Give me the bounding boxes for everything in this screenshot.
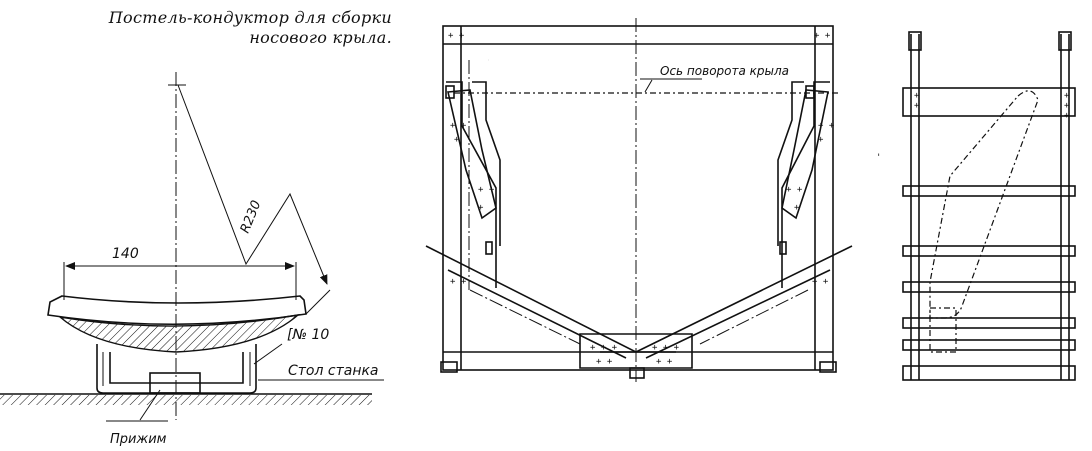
- svg-text:+: +: [914, 101, 920, 111]
- cross-bar-bottom: [902, 365, 1076, 381]
- v-left-dash: [469, 289, 581, 345]
- cross-bar-4: [902, 281, 1076, 293]
- svg-text:+ +: + +: [448, 31, 465, 41]
- v-right-dash: [699, 289, 809, 345]
- foot-block-right: [819, 361, 837, 373]
- svg-text:+: +: [478, 203, 484, 213]
- svg-text:+ +: + +: [812, 277, 829, 287]
- svg-text:+ +: + +: [818, 121, 835, 131]
- radius-leader: [177, 84, 328, 285]
- ground-hatch: [0, 395, 372, 405]
- clamp-leader: [139, 389, 161, 421]
- svg-text:+ +: + +: [814, 31, 831, 41]
- wing-plate-outline: [929, 90, 1039, 319]
- svg-text:+ + +: + + +: [652, 343, 680, 353]
- axis-label: Ось поворота крыла: [660, 64, 789, 78]
- clamp-label: Прижим: [110, 432, 167, 447]
- cross-bar-top: [902, 87, 1076, 117]
- svg-text:+: +: [1064, 91, 1070, 101]
- svg-text:+ + +: + + +: [590, 343, 618, 353]
- post-foot-left: [485, 241, 493, 255]
- title-line-2: носового крыла.: [249, 28, 392, 47]
- bed-top-plate: [47, 295, 307, 326]
- frame-outer: [442, 25, 834, 371]
- svg-text:+ +: + +: [450, 121, 467, 131]
- svg-text:+ +: + +: [596, 357, 613, 367]
- post-cap-left: [445, 85, 455, 99]
- left-wing-plate: [447, 89, 497, 220]
- v-left-outer: [425, 245, 637, 353]
- svg-text:+ +: + +: [786, 185, 803, 195]
- post-foot-right: [779, 241, 787, 255]
- svg-text:+ +: + +: [656, 357, 673, 367]
- cross-bar-5: [902, 317, 1076, 329]
- left-rail-cap: [908, 31, 922, 51]
- svg-text:+: +: [454, 135, 460, 145]
- bed-hatched-block: [57, 313, 301, 353]
- foot-block-left: [440, 361, 458, 373]
- cross-section-view: R230 140 Прижим [№ 10 Стол станка: [0, 72, 384, 447]
- channel-label: [№ 10: [287, 327, 329, 343]
- radius-label: R230: [238, 198, 265, 235]
- figure-title: Постель-кондуктор для сборки носового кр…: [92, 8, 392, 48]
- svg-text:+ +: + +: [478, 185, 495, 195]
- right-post-inner: [777, 81, 804, 246]
- table-label: Стол станка: [288, 363, 379, 379]
- center-gusset: [579, 333, 693, 369]
- width-label: 140: [112, 246, 139, 262]
- channel-leader: [253, 343, 283, 365]
- left-post-inner: [472, 81, 501, 246]
- axis-leader: [644, 79, 653, 93]
- front-view: Ось поворота крыла + +: [425, 18, 853, 382]
- svg-text:+: +: [1064, 111, 1070, 121]
- svg-text:+: +: [818, 135, 824, 145]
- cross-bar-2: [902, 185, 1076, 197]
- bed-curve-extension: [305, 289, 331, 315]
- side-rivet-marks: + + + + +: [914, 91, 1070, 121]
- cross-bar-6: [902, 339, 1076, 351]
- svg-text:+: +: [794, 203, 800, 213]
- clamp-block: [149, 372, 201, 394]
- side-view: + + + + + ': [876, 31, 1076, 381]
- svg-text:+: +: [914, 91, 920, 101]
- right-rail-cap: [1058, 31, 1072, 51]
- svg-text:+ +: + +: [450, 277, 467, 287]
- foot-block-center: [629, 367, 645, 379]
- title-line-1: Постель-кондуктор для сборки: [108, 8, 392, 27]
- cross-bar-3: [902, 245, 1076, 257]
- channel-inner: [109, 352, 244, 384]
- wing-foot-outline: [929, 307, 957, 353]
- left-post-outer: [446, 81, 497, 288]
- svg-text:+: +: [1064, 101, 1070, 111]
- v-left-inner: [447, 269, 627, 359]
- stray-mark: ': [876, 153, 881, 163]
- v-right-outer: [635, 245, 853, 353]
- right-wing-plate: [781, 89, 829, 220]
- post-cap-right: [805, 85, 815, 99]
- right-post-outer: [781, 81, 830, 288]
- v-right-inner: [645, 269, 831, 359]
- rivet-marks: + + + + + + + + + + + + + + + + + + + + …: [448, 31, 835, 367]
